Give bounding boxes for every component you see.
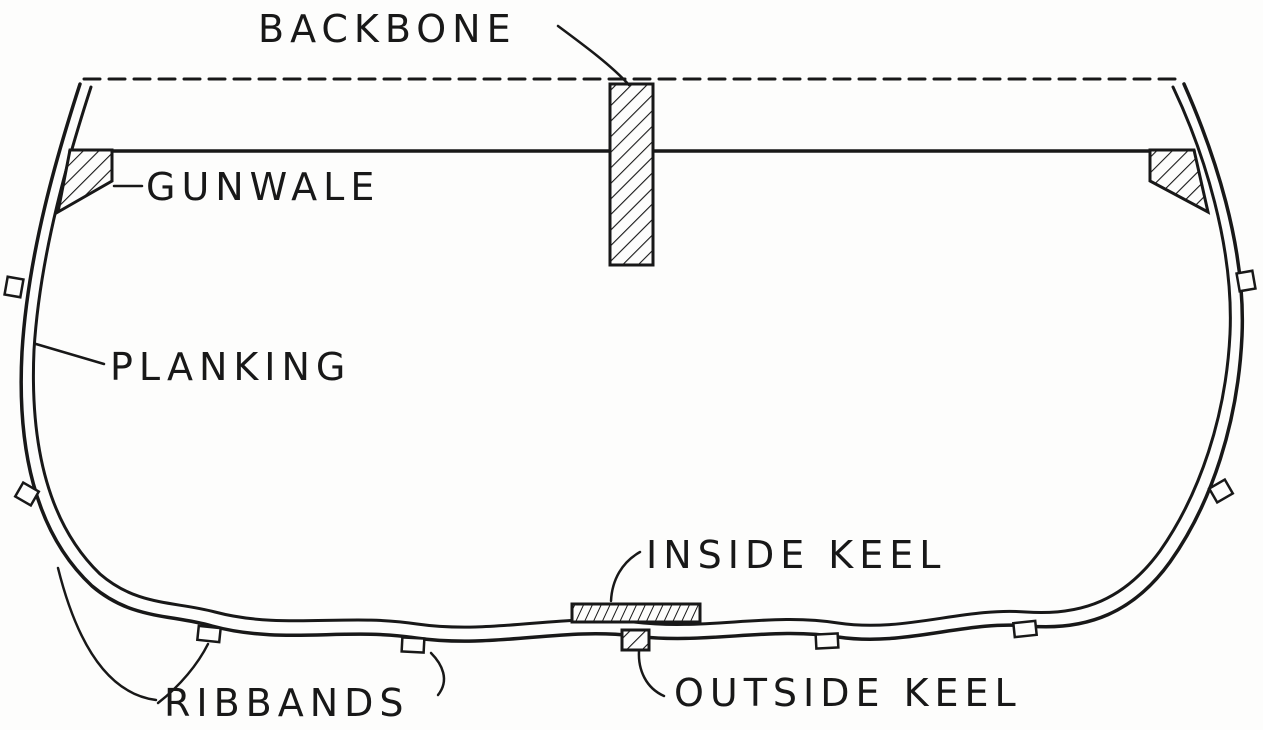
planking-leader-line [34, 342, 106, 366]
outside-keel-label: OUTSIDE KEEL [674, 671, 1022, 715]
inside-keel [570, 602, 702, 624]
ribband [400, 636, 426, 654]
ribbands-leader-line-left [56, 566, 158, 702]
ribband [1235, 269, 1257, 293]
backbone-label: BACKBONE [258, 7, 517, 51]
planking-label: PLANKING [110, 345, 351, 389]
ribband [3, 275, 25, 299]
outside-keel [620, 628, 651, 652]
gunwale-block-left [55, 148, 114, 215]
gunwale-label: GUNWALE [146, 165, 380, 209]
ribbands-label: RIBBANDS [164, 681, 410, 725]
ribband [195, 624, 223, 644]
ribband [13, 480, 41, 508]
ribband [814, 632, 840, 650]
backbone-post [608, 82, 655, 267]
inside-keel-leader-line [609, 550, 642, 603]
inside-keel-label: INSIDE KEEL [646, 533, 946, 577]
outside-keel-leader-line [637, 649, 666, 698]
gunwale-block-right [1148, 148, 1211, 215]
ribband [1207, 477, 1235, 505]
ribbands-leader-line-right [429, 651, 446, 697]
ribband [1011, 619, 1039, 639]
ribbands-leader-line-middle [156, 642, 210, 705]
backbone-leader-line [556, 24, 631, 87]
